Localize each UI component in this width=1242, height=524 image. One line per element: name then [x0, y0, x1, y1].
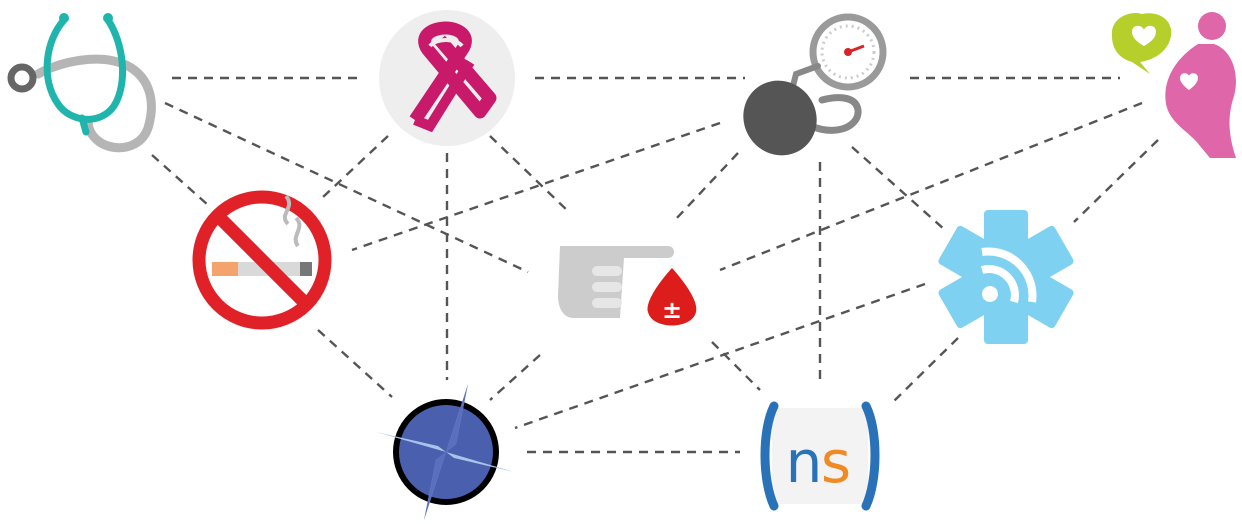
- edge-glucose-compass: [489, 354, 541, 401]
- edge-maternal-glucose: [719, 101, 1143, 272]
- stethoscope-icon: [7, 13, 156, 153]
- compass-star-icon: [376, 384, 514, 520]
- plus-minus-label: ±: [662, 296, 682, 324]
- edge-feed-ns: [892, 337, 959, 403]
- edge-nosmoking-compass: [317, 329, 393, 398]
- edge-bp-nosmoking: [351, 121, 721, 252]
- edge-stethoscope-glucose: [164, 101, 529, 274]
- edge-ribbon-glucose: [489, 135, 571, 214]
- blood-pressure-gauge-icon: [743, 13, 887, 156]
- no-smoking-icon: [192, 190, 332, 330]
- edge-glucose-ns: [711, 341, 761, 391]
- edge-ribbon-nosmoking: [321, 135, 389, 199]
- star-of-life-rss-icon: [938, 210, 1074, 344]
- edge-maternal-feed: [1073, 139, 1159, 223]
- edge-bp-feed: [851, 146, 946, 231]
- edge-bp-glucose: [674, 152, 739, 221]
- ns-logo-icon: n s: [760, 401, 880, 511]
- edge-stethoscope-nosmoking: [151, 154, 209, 206]
- connector-lines: [151, 76, 1159, 454]
- pregnant-woman-icon: [1111, 12, 1236, 158]
- ns-logo-s: s: [821, 428, 851, 496]
- pink-ribbon-icon: [379, 10, 515, 146]
- ns-logo-n: n: [786, 428, 823, 496]
- edge-feed-compass: [514, 282, 926, 430]
- finger-blood-drop-icon: ±: [558, 246, 697, 326]
